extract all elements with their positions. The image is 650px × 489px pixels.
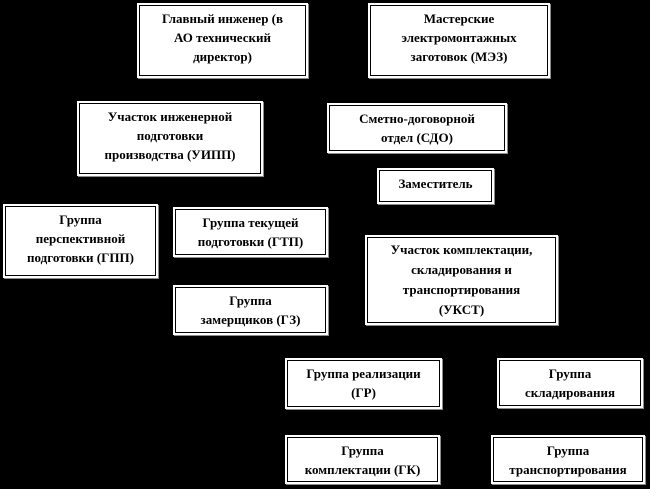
org-node-label-warehousing-group: Группа складирования — [524, 366, 616, 400]
org-node-label-deputy: Заместитель — [398, 176, 473, 191]
org-node-gz-group: Группа замерщиков (ГЗ) — [173, 285, 328, 335]
org-node-gpp-group: Группа перспективной подготовки (ГПП) — [3, 204, 158, 278]
org-node-mez-workshops: Мастерские электромонтажных заготовок (М… — [368, 3, 550, 78]
org-node-deputy: Заместитель — [377, 168, 494, 204]
org-node-label-ukst-section: Участок комплектации, складирования и тр… — [390, 242, 533, 317]
org-node-gtp-group: Группа текущей подготовки (ГТП) — [173, 207, 328, 257]
org-node-gk-group: Группа комплектации (ГК) — [285, 435, 440, 484]
org-node-warehousing-group: Группа складирования — [497, 358, 643, 408]
org-node-label-gtp-group: Группа текущей подготовки (ГТП) — [197, 215, 304, 249]
org-node-label-gr-group: Группа реализации (ГР) — [306, 366, 421, 400]
org-node-label-mez-workshops: Мастерские электромонтажных заготовок (М… — [401, 11, 517, 64]
org-node-uipp-section: Участок инженерной подготовки производст… — [77, 101, 263, 176]
org-node-label-uipp-section: Участок инженерной подготовки производст… — [104, 109, 236, 162]
org-node-gr-group: Группа реализации (ГР) — [285, 358, 442, 409]
org-node-ukst-section: Участок комплектации, складирования и тр… — [365, 235, 558, 325]
org-node-label-chief-engineer: Главный инженер (в АО технический директ… — [161, 11, 284, 64]
org-node-transport-group: Группа транспортирования — [491, 435, 645, 484]
org-node-label-transport-group: Группа транспортирования — [509, 443, 627, 477]
org-node-label-gk-group: Группа комплектации (ГК) — [304, 443, 421, 477]
org-node-label-gz-group: Группа замерщиков (ГЗ) — [200, 293, 301, 327]
org-node-label-sdo-department: Сметно-договорной отдел (СДО) — [359, 111, 475, 145]
org-node-chief-engineer: Главный инженер (в АО технический директ… — [137, 3, 308, 78]
org-node-sdo-department: Сметно-договорной отдел (СДО) — [327, 103, 507, 153]
org-node-label-gpp-group: Группа перспективной подготовки (ГПП) — [27, 212, 134, 265]
